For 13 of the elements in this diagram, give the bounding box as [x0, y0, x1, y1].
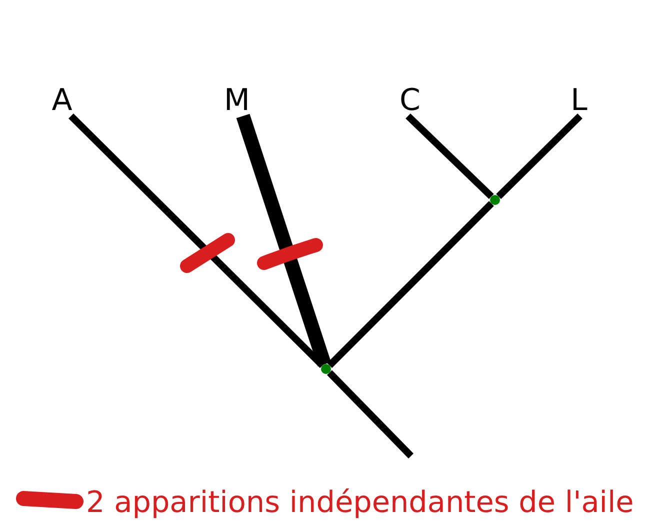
taxon-label: L — [570, 86, 588, 116]
branch-line — [327, 201, 494, 368]
taxon-label: A — [52, 86, 72, 116]
taxon-label: C — [400, 86, 420, 116]
branch-line — [496, 114, 582, 199]
branch-line — [236, 114, 332, 366]
branch-line — [406, 113, 494, 200]
legend-text: 2 apparitions indépendantes de l'aile — [86, 487, 634, 517]
branch-point-dot — [490, 195, 500, 205]
taxon-label: M — [224, 86, 250, 116]
branch-point-dot — [321, 364, 331, 374]
branch-line — [327, 370, 414, 458]
branch-line — [68, 114, 325, 368]
